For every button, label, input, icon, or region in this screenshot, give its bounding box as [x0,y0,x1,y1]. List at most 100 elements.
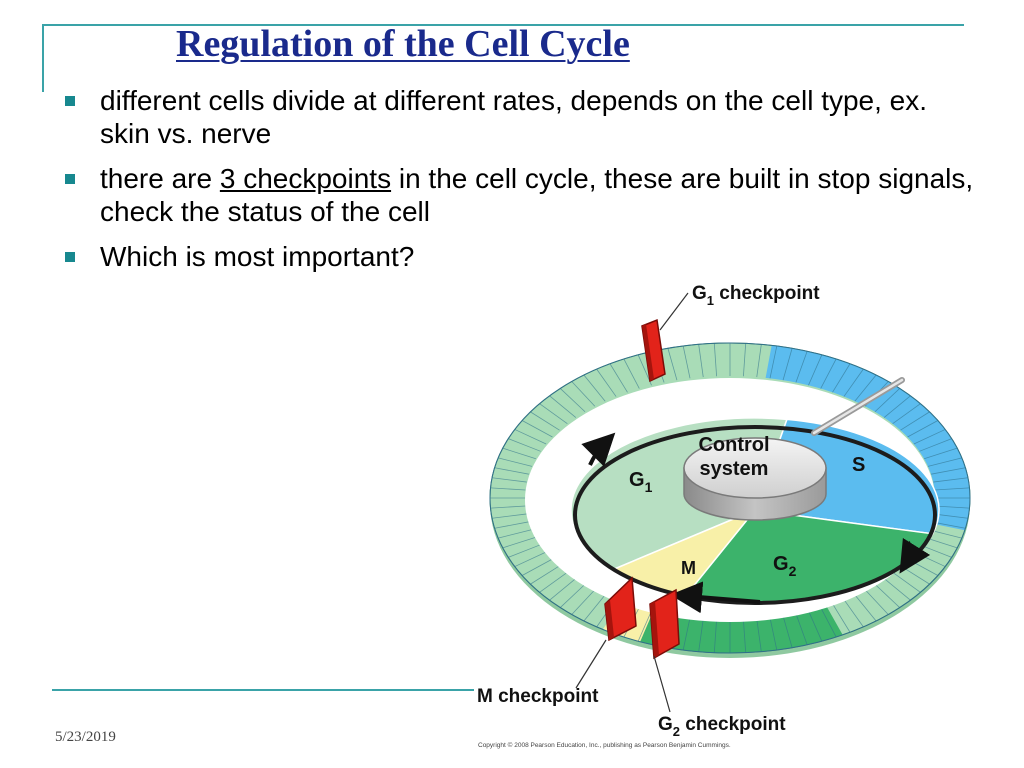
g2-checkpoint-label: G2 checkpoint [658,714,786,739]
ring-tick [713,343,717,377]
ring-tick [874,583,900,608]
cycle-arrow-g1 [581,432,616,467]
phase-label-g2: G2 [773,553,797,579]
bullet-text-before: there are [100,163,220,194]
bullet-item: different cells divide at different rate… [62,84,982,150]
footer-rule [52,689,474,691]
ring-tick [820,607,837,638]
ring-tick [934,487,970,491]
ring-tick [769,617,778,651]
ring-tick [539,571,568,593]
ring-outline [489,342,971,654]
ring-tick [883,395,911,418]
ring-tick [883,578,911,601]
ring-tick [698,618,704,652]
square-bullet-icon [65,174,75,184]
frame-top-line [42,24,964,26]
ring-tick [498,457,533,467]
ring-tick [494,521,530,529]
g2-leader-line [653,655,671,713]
ring-tick [923,447,958,460]
phase-label-g1: G1 [629,469,653,495]
ring-tick [502,447,537,460]
ring-tick [930,467,966,475]
ring-tick [698,344,704,378]
ring-tick [571,381,596,407]
ring-tick [514,429,547,445]
square-bullet-icon [65,96,75,106]
ring-tick [623,358,640,389]
ring-tick [514,551,547,567]
phase-label-s: S [852,454,865,476]
ring-tick [820,358,837,389]
g2-checkpoint-gate-icon [649,588,680,660]
ring-tick [571,589,596,615]
ring-tick [560,583,586,608]
ring-tick [913,429,946,445]
ring-tick [900,411,930,431]
copyright-notice: Copyright © 2008 Pearson Education, Inc.… [478,741,731,749]
ring-tick [508,544,541,558]
ring-tick [539,403,568,425]
ring-tick [933,477,968,483]
control-system-pedestal [683,377,905,521]
ring-tick [756,618,762,652]
ring-tick [682,617,691,651]
ring-tick [494,467,530,475]
ring-tick [907,420,939,438]
ring-tick [927,457,962,467]
ring-tick [596,368,617,397]
ring-tick [934,505,970,509]
ring-tick [843,599,864,628]
bullet-text-underlined: 3 checkpoints [219,163,392,194]
footer-date: 5/23/2019 [55,729,116,745]
ring-tick [743,619,747,653]
phase-label-m: M [681,558,696,578]
ring-tick [854,374,877,402]
outer-ring-blue [765,345,970,531]
ring-tick [782,615,793,648]
m-checkpoint-label: M checkpoint [477,686,599,707]
bullet-item: Which is most important? [62,240,982,273]
ring-tick [713,619,717,653]
cycle-arrow-g2 [670,581,761,614]
ring-tick [549,578,577,601]
g1-checkpoint-gate-icon [641,318,666,383]
ring-tick [498,529,533,539]
ring-tick [854,594,877,622]
ring-tick [530,411,560,431]
ring-tick [667,348,678,381]
ring-tick [490,487,526,491]
ring-tick [808,610,823,642]
g1-leader-line [659,292,689,331]
outer-ring-dark-green [640,605,843,653]
slide-title: Regulation of the Cell Cycle [176,23,630,65]
ring-tick [549,395,577,418]
frame-left-line [42,24,44,92]
ring-tick [521,558,553,576]
ring-tick [490,505,526,509]
ring-tick [892,403,921,425]
ring-tick [502,536,537,549]
ring-tick [492,513,527,519]
ring-tick [492,477,527,483]
ring-tick [843,368,864,397]
bullet-list: different cells divide at different rate… [62,84,982,285]
ring-tick [919,438,952,452]
ring-tick [795,613,808,645]
g1-checkpoint-label: G1 checkpoint [692,283,820,308]
ring-tick [769,345,778,379]
ring-tick [508,438,541,452]
m-leader-line [575,639,607,689]
ring-tick [795,351,808,383]
ring-tick [864,589,889,615]
ring-tick [637,610,652,642]
control-label-line2: system [700,458,769,480]
bullet-text: Which is most important? [100,241,415,272]
ring-tick [530,565,560,585]
bullet-item: there are 3 checkpoints in the cell cycl… [62,162,982,228]
control-label-line1: Control [698,434,769,456]
square-bullet-icon [65,252,75,262]
ring-tick [682,345,691,379]
